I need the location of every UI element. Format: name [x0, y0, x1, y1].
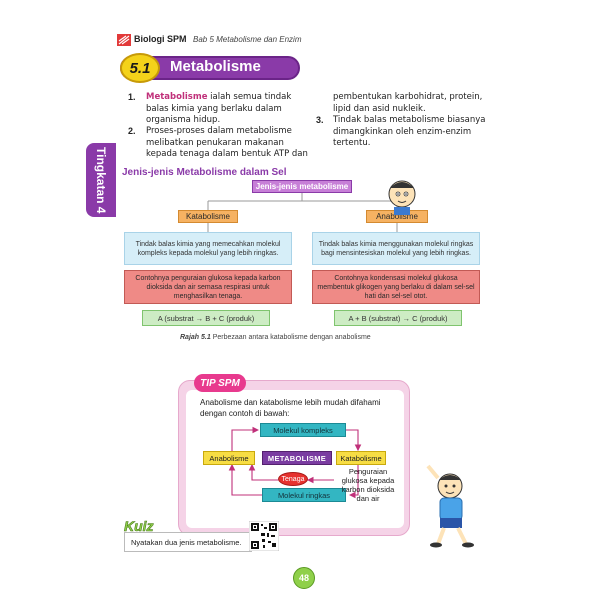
point-2-continued: pembentukan karbohidrat, protein, lipid … [333, 92, 483, 114]
point-2-text: Proses-proses dalam metabolisme melibatk… [146, 126, 308, 159]
figure-caption: Rajah 5.1 Perbezaan antara katabolisme d… [180, 334, 371, 341]
qr-code-icon[interactable] [249, 521, 279, 551]
cartoon-student-icon [388, 180, 416, 215]
anabolism-box: Anabolisme [203, 451, 255, 465]
catabolism-example: Contohnya penguraian glukosa kepada karb… [124, 270, 292, 304]
anabolism-title-box: Anabolisme [366, 210, 428, 223]
subheading: Jenis-jenis Metabolisme dalam Sel [122, 167, 287, 178]
diagram-root-box: Jenis-jenis metabolisme [252, 180, 352, 193]
anabolism-definition: Tindak balas kimia menggunakan molekul r… [312, 232, 480, 265]
energy-box: Tenaga [278, 472, 308, 486]
metabolism-box: METABOLISME [262, 451, 332, 465]
point-3-text: Tindak balas metabolisme biasanya dimang… [333, 115, 486, 148]
page-number: 48 [293, 567, 315, 589]
quiz-question: Nyatakan dua jenis metabolisme. [124, 532, 252, 552]
point-3-number: 3. [316, 115, 324, 125]
catabolism-title-box: Katabolisme [178, 210, 238, 223]
keyword-metabolisme: Metabolisme [146, 92, 208, 102]
header-chapter: Bab 5 Metabolisme dan Enzim [193, 35, 302, 44]
side-tab [86, 143, 116, 217]
catabolism-definition: Tindak balas kimia yang memecahkan molek… [124, 232, 292, 265]
publisher-logo-icon [117, 34, 131, 46]
quiz-label: Kuiz [124, 518, 154, 535]
point-2-number: 2. [128, 126, 136, 136]
anabolism-example: Contohnya kondensasi molekul glukosa mem… [312, 270, 480, 304]
cartoon-stretching-icon [426, 464, 474, 548]
tip-badge: TIP SPM [194, 374, 246, 392]
header-brand: Biologi SPM [134, 34, 187, 44]
catabolism-box: Katabolisme [336, 451, 386, 465]
side-tab-label: Tingkatan 4 [94, 146, 108, 214]
molecule-simple-box: Molekul ringkas [262, 488, 346, 502]
point-1-text: Metabolisme ialah semua tindak balas kim… [146, 92, 292, 125]
section-number: 5.1 [120, 53, 160, 83]
point-1-number: 1. [128, 92, 136, 102]
tip-note: Penguraian glukosa kepada karbon dioksid… [341, 467, 395, 503]
section-title: Metabolisme [170, 58, 261, 75]
anabolism-equation: A + B (substrat) → C (produk) [334, 310, 462, 326]
molecule-complex-box: Molekul kompleks [260, 423, 346, 437]
tip-intro-text: Anabolisme dan katabolisme lebih mudah d… [200, 398, 381, 418]
catabolism-equation: A (substrat → B + C (produk) [142, 310, 270, 326]
